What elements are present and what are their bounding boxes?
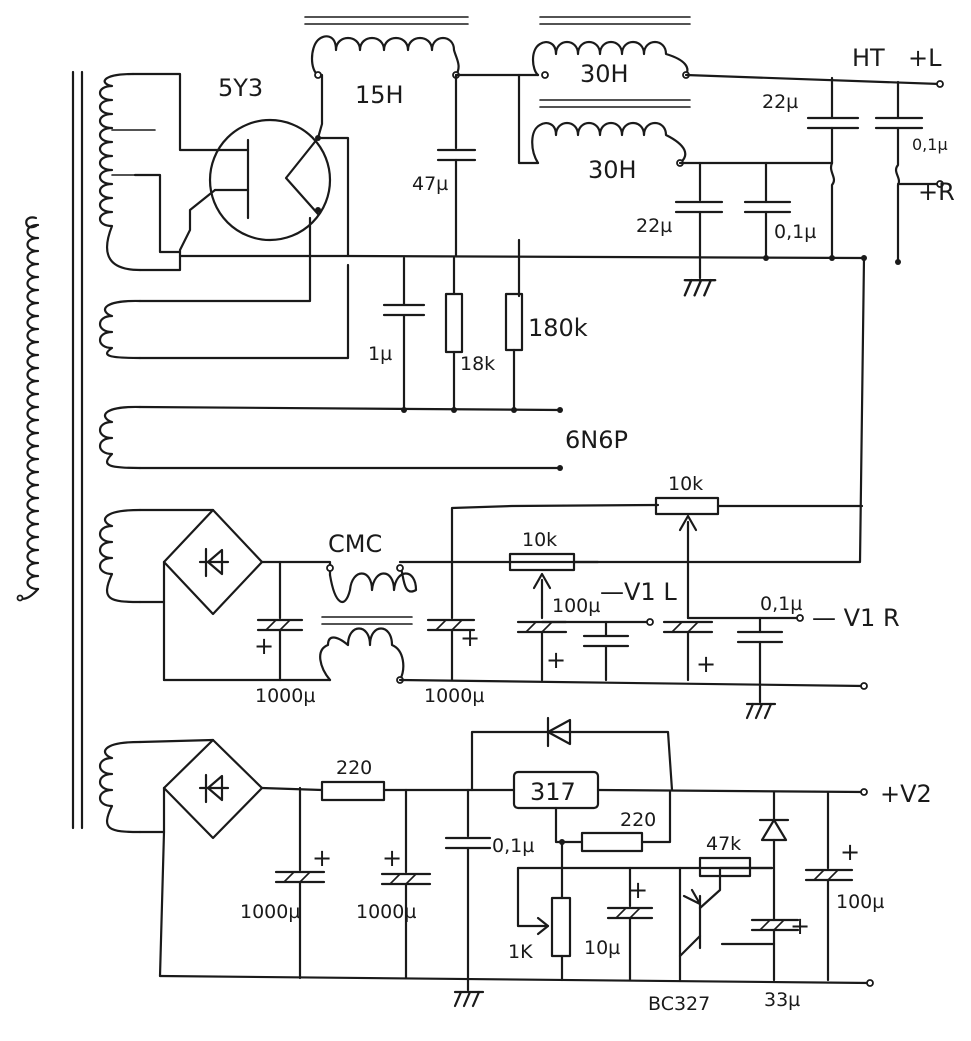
heater-divider-bus: 6N6P xyxy=(138,405,628,471)
capacitor-100u-v1-label: 100µ xyxy=(552,595,600,617)
ht-main-bus xyxy=(178,73,865,298)
potentiometer-10k-right-label: 10k xyxy=(668,473,703,495)
transistor-label: BC327 xyxy=(648,993,710,1015)
choke-15h-label: 15H xyxy=(355,81,404,109)
ht-label: HT xyxy=(852,44,885,72)
v1-right-label: — V1 R xyxy=(812,604,900,632)
ht-ground xyxy=(683,255,901,297)
capacitor-0-1u-reg: 0,1µ xyxy=(444,788,534,1008)
resistor-180k-label: 180k xyxy=(528,314,588,342)
capacitor-47u-label: 47µ xyxy=(412,173,448,195)
cap-1000u-c-plus: + xyxy=(312,844,332,872)
transformer-secondary-v1 xyxy=(98,508,142,604)
output-plus-l-label: +L xyxy=(908,44,942,72)
choke-30h-left-label: 30H xyxy=(580,60,629,88)
transformer-secondary-v2 xyxy=(98,740,142,834)
potentiometer-10k-left-label: 10k xyxy=(522,529,557,551)
cap-v1r-plus: + xyxy=(696,650,716,678)
capacitor-22u-mid: 22µ xyxy=(636,161,724,260)
resistor-47k: 47k xyxy=(698,833,752,878)
capacitor-33u: + 33µ xyxy=(720,912,810,1011)
cap-33u-plus: + xyxy=(790,912,810,940)
capacitor-33u-label: 33µ xyxy=(764,989,800,1011)
rectifier-tube-5y3: 5Y3 xyxy=(208,74,332,242)
v1-right-output: + 0,1µ — V1 R xyxy=(662,593,900,720)
ht-rectifier-wiring xyxy=(131,72,350,360)
v1-left-output: + 100µ —V1 L xyxy=(516,578,677,682)
cap-1000u-b-plus: + xyxy=(460,624,480,652)
capacitor-10u-label: 10µ xyxy=(584,937,620,959)
cap-100u-v2-plus: + xyxy=(840,838,860,866)
cap-100u-v1-plus: + xyxy=(546,646,566,674)
v1-bus xyxy=(162,255,868,690)
capacitor-1000u-d-label: 1000µ xyxy=(356,901,416,923)
capacitor-0-1u-top: 0,1µ xyxy=(874,80,948,264)
capacitor-0-1u-mid: 0,1µ xyxy=(743,161,816,260)
capacitor-22u-top: 22µ xyxy=(762,76,860,165)
capacitor-0-1u-v1-label: 0,1µ xyxy=(760,593,802,615)
potentiometer-10k-left: 10k xyxy=(450,503,660,602)
resistor-47k-label: 47k xyxy=(706,833,741,855)
capacitor-100u-v2: + 100µ xyxy=(804,790,884,982)
potentiometer-1k-label: 1K xyxy=(508,941,533,963)
bridge-rectifier-v1 xyxy=(138,508,264,682)
choke-15h: 15H xyxy=(304,16,469,109)
bridge-rectifier-v2 xyxy=(138,738,264,978)
common-mode-choke: CMC xyxy=(319,530,418,684)
cap-10u-plus: + xyxy=(628,876,648,904)
output-v2-label: +V2 xyxy=(880,780,932,808)
resistor-220-in-label: 220 xyxy=(336,757,372,779)
regulator-317: 317 +V2 xyxy=(512,770,932,810)
regulator-label: 317 xyxy=(530,778,576,806)
potentiometer-1k: 1K xyxy=(508,866,572,982)
resistor-18k: 18k xyxy=(444,256,495,412)
transformer-secondary-6v-heater xyxy=(98,405,142,470)
capacitor-0-1u-mid-label: 0,1µ xyxy=(774,221,816,243)
capacitor-0-1u-top-label: 0,1µ xyxy=(912,135,948,154)
capacitor-22u-mid-label: 22µ xyxy=(636,215,672,237)
choke-30h-left: 30H xyxy=(531,16,691,88)
capacitor-1u-label: 1µ xyxy=(368,343,392,365)
choke-30h-right-label: 30H xyxy=(588,156,637,184)
capacitor-10u: + 10µ xyxy=(584,866,654,982)
transformer-primary-winding xyxy=(16,216,40,602)
capacitor-1000u-d: + 1000µ xyxy=(356,788,432,980)
protection-diode-regulator xyxy=(470,716,674,792)
capacitor-1000u-b-label: 1000µ xyxy=(424,685,484,707)
capacitor-1000u-a-label: 1000µ xyxy=(255,685,315,707)
capacitor-1000u-c-label: 1000µ xyxy=(240,901,300,923)
v1-reservoir-cap-1000u-b: + 1000µ xyxy=(424,560,484,707)
potentiometer-10k-right: 10k xyxy=(654,473,864,620)
v1-left-label: —V1 L xyxy=(600,578,677,606)
capacitor-22u-top-label: 22µ xyxy=(762,91,798,113)
output-plus-r-label: +R xyxy=(918,178,955,206)
transformer-secondary-ht xyxy=(98,72,156,272)
cmc-label: CMC xyxy=(328,530,382,558)
capacitor-47u: 47µ xyxy=(412,148,477,258)
cap-1000u-d-plus: + xyxy=(382,844,402,872)
capacitor-1000u-c: + 1000µ xyxy=(240,786,332,980)
resistor-18k-label: 18k xyxy=(460,353,495,375)
transistor-bc327: BC327 xyxy=(648,866,774,1015)
transformer-secondary-5v xyxy=(98,299,142,360)
capacitor-0-1u-reg-label: 0,1µ xyxy=(492,835,534,857)
heater-tube-label: 6N6P xyxy=(565,426,628,454)
transformer-core xyxy=(71,70,84,830)
cap-1000u-a-plus: + xyxy=(254,632,274,660)
zener-diode xyxy=(758,790,790,922)
capacitor-100u-v2-label: 100µ xyxy=(836,891,884,913)
choke-30h-right: 30H xyxy=(531,99,691,184)
resistor-220-adj-label: 220 xyxy=(620,809,656,831)
resistor-180k: 180k xyxy=(504,292,588,412)
capacitor-1u: 1µ xyxy=(368,256,426,412)
v1-reservoir-cap-1000u-a: + 1000µ xyxy=(254,560,332,707)
rectifier-tube-label: 5Y3 xyxy=(218,74,263,102)
